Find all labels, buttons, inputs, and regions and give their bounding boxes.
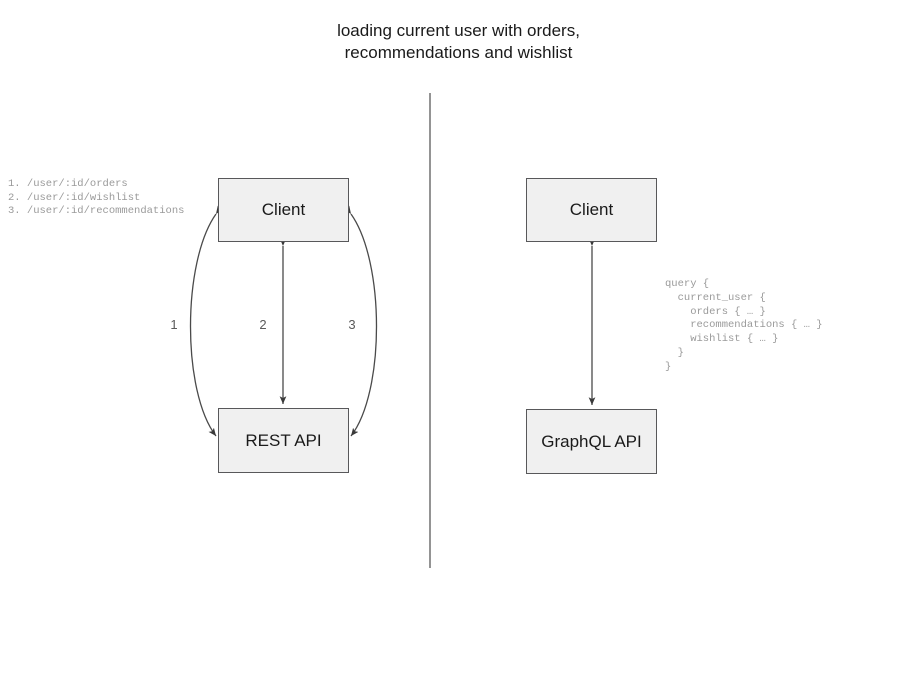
edge-label-1: 1 (170, 317, 178, 332)
node-graphql-api[interactable]: GraphQL API (526, 409, 657, 474)
edge-label-2: 2 (259, 317, 267, 332)
edge-3-curve (343, 205, 378, 437)
graphql-query-snippet: query { current_user { orders { … } reco… (665, 278, 823, 373)
rest-endpoint-list: 1. /user/:id/orders 2. /user/:id/wishlis… (8, 178, 184, 219)
edge-1-curve (189, 205, 224, 437)
page-title: loading current user with orders, recomm… (337, 21, 580, 62)
edge-label-3: 3 (348, 317, 356, 332)
rest-endpoint-item: 3. /user/:id/recommendations (8, 205, 185, 217)
node-client-graphql[interactable]: Client (526, 178, 657, 242)
node-rest-api[interactable]: REST API (218, 408, 349, 473)
node-client-rest[interactable]: Client (218, 178, 349, 242)
rest-endpoint-item: 1. /user/:id/orders (8, 178, 128, 190)
rest-endpoint-item: 2. /user/:id/wishlist (8, 191, 141, 204)
